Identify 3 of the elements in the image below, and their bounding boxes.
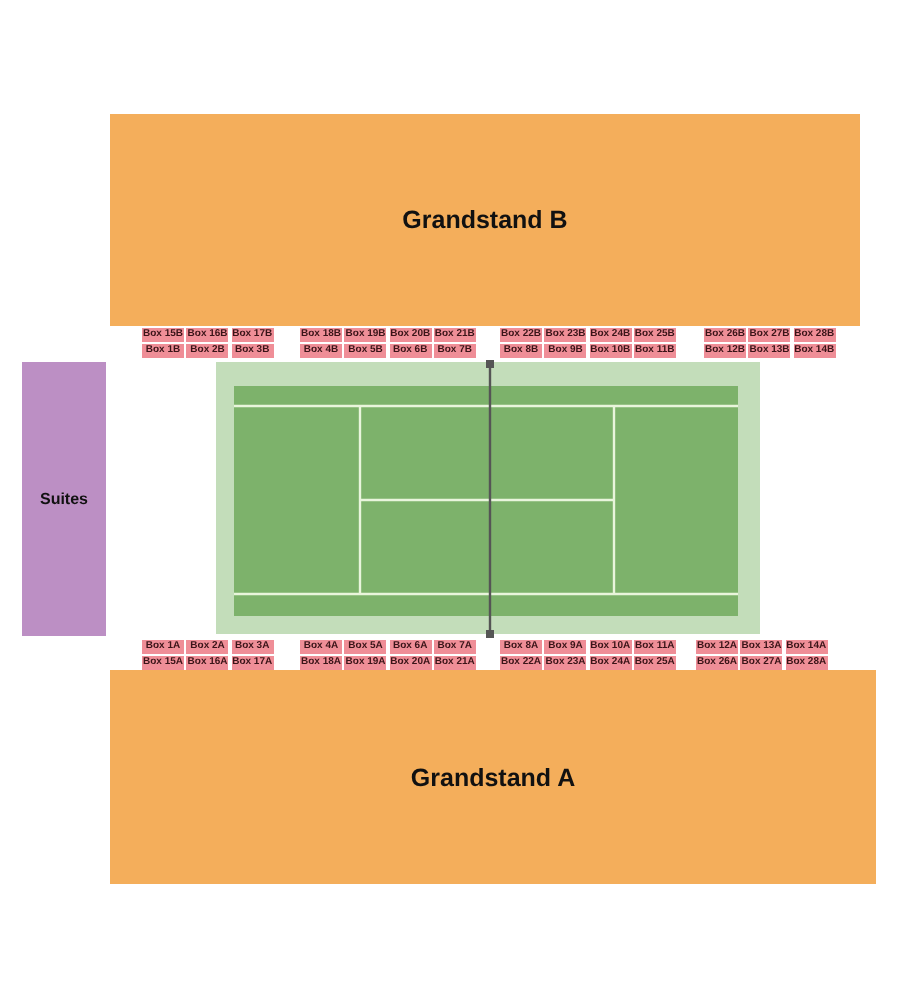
suites-section: Suites: [22, 362, 106, 636]
grandstand-section: Grandstand B: [110, 114, 860, 326]
grandstand-section: Grandstand A: [110, 670, 876, 884]
